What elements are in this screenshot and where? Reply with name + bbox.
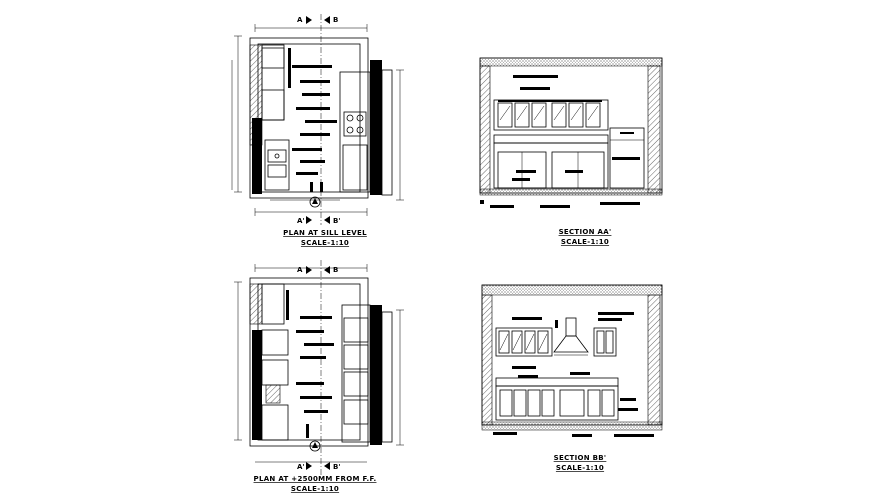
plan-sill-marker-a-bottom: A'	[297, 217, 305, 225]
plan-high-title: PLAN AT +2500MM FROM F.F.	[254, 475, 377, 483]
section-bb: SECTION BB' SCALE-1:10	[481, 284, 663, 472]
plan-sill-dimensions	[231, 24, 404, 216]
section-aa-base-cabinets	[493, 127, 645, 189]
section-bb-title: SECTION BB'	[554, 454, 607, 462]
section-aa-leader-labels	[480, 75, 640, 208]
section-aa-slab	[479, 57, 663, 67]
section-bb-base-cabinets	[495, 377, 619, 421]
hob	[343, 111, 367, 137]
section-aa-title: SECTION AA'	[559, 228, 612, 236]
left-wall-solid-high	[252, 330, 262, 440]
plan-sill-marker-b-top: B	[333, 16, 338, 24]
plan-high-marker-b-bottom: B'	[333, 463, 340, 471]
plan-high-dimensions	[234, 264, 404, 463]
right-wall-solid	[370, 60, 382, 195]
section-aa: SECTION AA' SCALE-1:10	[479, 57, 663, 246]
plan-sill-scale: SCALE-1:10	[301, 239, 349, 247]
section-aa-upper-cabinets	[493, 99, 609, 131]
north-marker	[309, 196, 321, 208]
right-wall-solid-high	[370, 305, 382, 445]
plan-high-marker-a-top: A	[297, 266, 303, 274]
section-bb-scale: SCALE-1:10	[556, 464, 604, 472]
plan-sill-marker-a-top: A	[297, 16, 303, 24]
plan-sill-title: PLAN AT SILL LEVEL	[283, 229, 367, 237]
section-bb-chimney-hood	[553, 317, 589, 356]
plan-sill-leader-labels	[288, 48, 337, 192]
plan-high-level: A B A' B' PLAN AT +2500MM FROM F.F. SCAL…	[234, 260, 404, 493]
section-bb-upper-cabinets	[495, 327, 617, 357]
plan-high-leader-labels	[286, 290, 334, 438]
left-wall-solid	[252, 118, 262, 194]
plan-sill-level: A B A' B' PLAN AT SILL LEVEL SCALE-1:10	[231, 14, 404, 247]
plan-sill-marker-b-bottom: B'	[333, 217, 340, 225]
plan-high-marker-a-bottom: A'	[297, 463, 305, 471]
plan-high-marker-b-top: B	[333, 266, 338, 274]
plan-high-scale: SCALE-1:10	[291, 485, 339, 493]
section-bb-leader-labels	[493, 312, 654, 437]
section-bb-slab	[481, 284, 663, 296]
section-aa-scale: SCALE-1:10	[561, 238, 609, 246]
section-aa-fridge	[609, 127, 645, 189]
sink-unit	[264, 139, 290, 191]
